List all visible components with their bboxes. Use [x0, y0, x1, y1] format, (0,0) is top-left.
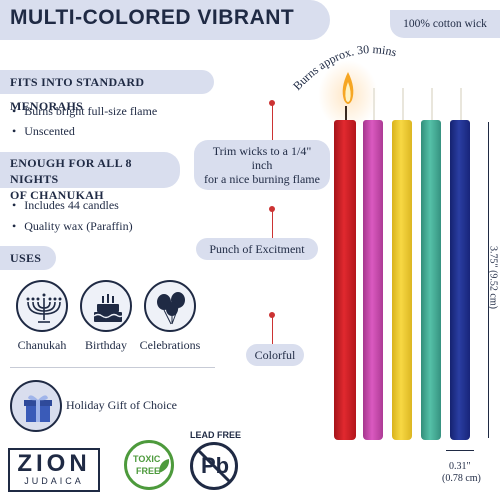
trim-line1: Trim wicks to a 1/4" inch [212, 144, 312, 172]
height-dimension-line [488, 122, 489, 438]
colorful-pointer-line [272, 316, 273, 344]
toxic-free-line2: FREE [136, 466, 161, 476]
bullet-unscented: Unscented [12, 124, 75, 139]
excitement-callout: Punch of Excitment [196, 238, 318, 260]
no-slash-icon [197, 449, 231, 483]
section-heading-fits: FITS INTO STANDARD MENORAHS [0, 70, 214, 113]
leaf-icon [159, 459, 170, 473]
use-label-chanukah: Chanukah [17, 338, 67, 352]
lead-free-badge: Pb [190, 442, 238, 490]
bullet-44-candles: Includes 44 candles [12, 198, 119, 213]
page-title: MULTI-COLORED VIBRANT [10, 6, 295, 29]
section-heading-uses: USES [0, 246, 56, 270]
toxic-free-badge: TOXIC FREE [124, 440, 174, 490]
width-measurement-in: 0.31" [449, 461, 471, 472]
use-label-birthday: Birthday [85, 338, 127, 352]
width-measurement-cm: (0.78 cm) [442, 473, 481, 484]
brand-sub: JUDAICA [24, 476, 84, 486]
section-heading-nights-line1: ENOUGH FOR ALL 8 NIGHTS [10, 156, 132, 186]
wick-red [345, 106, 347, 122]
excitement-pointer-dot [269, 206, 275, 212]
candle-teal [421, 120, 441, 440]
brand-name: ZION [17, 450, 91, 477]
balloons-icon [144, 280, 196, 332]
bullet-flame: Burns bright full-size flame [12, 104, 157, 119]
section-heading-nights: ENOUGH FOR ALL 8 NIGHTS OF CHANUKAH [0, 152, 180, 202]
trim-pointer-line [272, 104, 273, 140]
lead-free-label: LEAD FREE [190, 430, 242, 440]
candle-red [334, 120, 356, 440]
width-dimension-line [446, 450, 474, 451]
gift-label: Holiday Gift of Choice [66, 398, 177, 412]
section-heading-uses-text: USES [10, 251, 42, 265]
trim-callout: Trim wicks to a 1/4" inch for a nice bur… [194, 140, 330, 190]
bullet-quality-wax: Quality wax (Paraffin) [12, 219, 132, 234]
wick-teal [431, 88, 433, 122]
menorah-icon [16, 280, 68, 332]
wick-pink [373, 88, 375, 122]
use-label-celebrations: Celebrations [139, 338, 201, 352]
gift-icon [10, 380, 62, 432]
cotton-wick-callout: 100% cotton wick [390, 10, 500, 38]
trim-pointer-dot [269, 100, 275, 106]
candle-pink [363, 120, 383, 440]
trim-line2: for a nice burning flame [204, 172, 320, 186]
title-banner [0, 0, 330, 40]
toxic-free-line1: TOXIC [133, 454, 161, 464]
height-measurement: 3.75" (9.52 cm) [487, 246, 499, 309]
colorful-callout: Colorful [246, 344, 304, 366]
candle-blue [450, 120, 470, 440]
flame-icon [342, 72, 354, 104]
wick-yellow [402, 88, 404, 122]
wick-blue [460, 88, 462, 122]
brand-logo: ZION JUDAICA [8, 448, 100, 492]
cake-icon [80, 280, 132, 332]
divider-line [10, 367, 215, 368]
colorful-pointer-dot [269, 312, 275, 318]
candle-yellow [392, 120, 412, 440]
excitement-pointer-line [272, 210, 273, 238]
